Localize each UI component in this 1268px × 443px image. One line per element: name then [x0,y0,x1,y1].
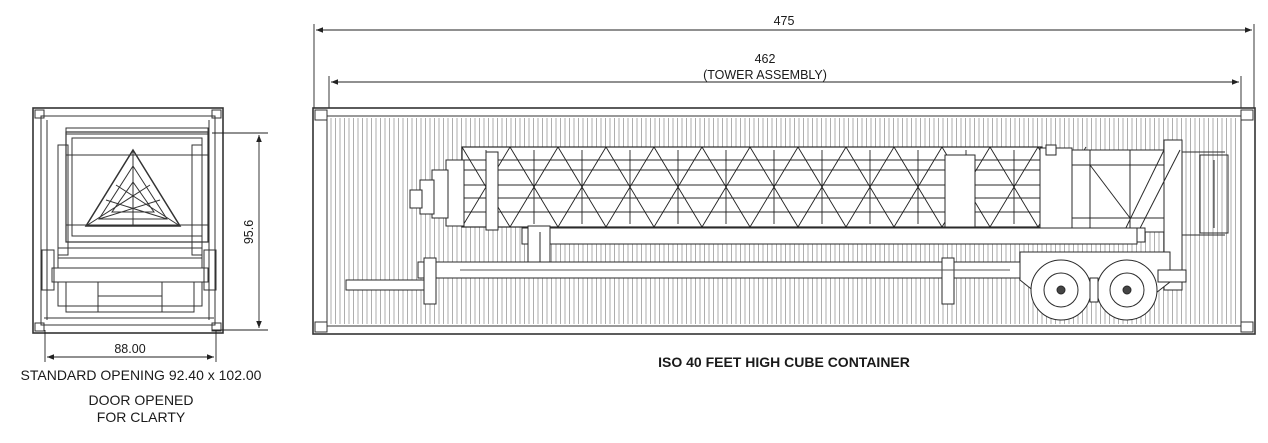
winch-housing [1199,154,1229,234]
door-note-line2: FOR CLARTY [97,409,186,425]
rear-jack [941,257,955,305]
front-jack [423,257,437,305]
container-outline [312,107,1256,335]
support-arm [521,225,1138,273]
width-dim-label: 88.00 [114,342,145,356]
tower-joint-block [944,154,976,228]
wheel-left [65,281,99,313]
width-dimension [44,330,217,362]
overall-dim-label: 475 [774,14,795,28]
end-view-frame [32,107,224,334]
height-dimension [212,132,268,331]
corner-casting [34,322,45,332]
corner-casting [1240,321,1254,333]
opening-note: STANDARD OPENING 92.40 x 102.00 [21,367,262,383]
end-view-inner-frame [40,115,216,326]
tower-tip [409,189,423,209]
corner-casting [211,109,222,119]
corner-casting [211,322,222,332]
wheel-right [161,281,195,313]
tower-dimension [328,76,1242,108]
trailer [345,251,1187,321]
tower-dim-label: 462 [755,52,776,66]
container-title: ISO 40 FEET HIGH CUBE CONTAINER [658,354,910,370]
corner-casting [1240,109,1254,121]
door-note-line1: DOOR OPENED [88,392,193,408]
height-dim-label: 95.6 [242,220,256,244]
corner-casting [314,321,328,333]
tower-frame [65,131,209,243]
end-view [32,107,224,334]
overall-dimension [313,24,1255,108]
corner-casting [314,109,328,121]
boom-beam [521,227,1138,245]
tower-assembly [409,139,1229,291]
tower-base-section [1039,147,1073,237]
tower-assembly-label: (TOWER ASSEMBLY) [703,68,827,82]
corner-casting [34,109,45,119]
